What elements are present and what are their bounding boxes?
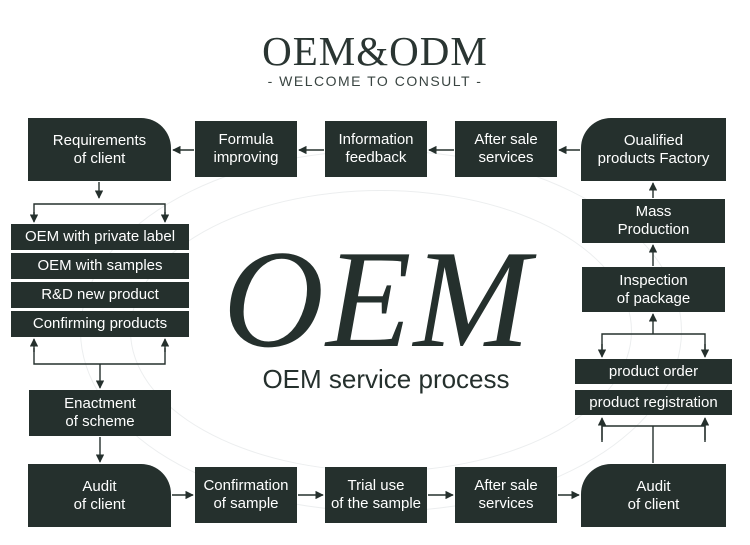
after-sale-services-top-box: After sale services (455, 121, 557, 177)
formula-improving-label: Formula improving (213, 131, 279, 166)
page-title: OEM&ODM (262, 28, 488, 74)
requirements-of-client-label: Requirements of client (52, 131, 147, 167)
page-subtitle: - WELCOME TO CONSULT - (267, 73, 483, 89)
confirmation-of-sample-label: Confirmation of sample (203, 477, 289, 512)
option-confirming-products-text: Confirming products (32, 315, 168, 332)
center-caption: OEM service process (262, 364, 510, 394)
option-confirming-products: Confirming products (11, 311, 189, 337)
qualified-products-factory-box: Oualified products Factory (581, 118, 726, 181)
audit-of-client-left-box: Audit of client (28, 464, 171, 527)
requirements-of-client-box: Requirements of client (28, 118, 171, 181)
connector-order-top (601, 333, 706, 352)
after-sale-services-top-label: After sale services (474, 131, 538, 166)
option-rd-new-product-text: R&D new product (41, 286, 159, 303)
information-feedback-box: Information feedback (325, 121, 427, 177)
audit-of-client-right-label: Audit of client (627, 477, 680, 513)
qualified-products-factory-label: Oualified products Factory (597, 131, 710, 167)
center-oem-text: OEM (222, 222, 533, 377)
mass-production-box: Mass Production (582, 199, 725, 243)
product-registration-label: product registration (589, 393, 718, 411)
option-oem-with-samples-text: OEM with samples (37, 257, 163, 274)
product-order-label: product order (608, 362, 699, 380)
formula-improving-box: Formula improving (195, 121, 297, 177)
option-oem-private-label: OEM with private label (11, 224, 189, 250)
option-rd-new-product: R&D new product (11, 282, 189, 308)
option-oem-private-label-text: OEM with private label (24, 228, 176, 245)
connector-options-top (33, 203, 166, 220)
audit-of-client-right-box: Audit of client (581, 464, 726, 527)
product-order-box: product order (575, 359, 732, 384)
confirmation-of-sample-box: Confirmation of sample (195, 467, 297, 523)
product-registration-box: product registration (575, 390, 732, 415)
information-feedback-label: Information feedback (338, 131, 414, 166)
mass-production-label: Mass Production (617, 203, 690, 238)
enactment-of-scheme-box: Enactment of scheme (29, 390, 171, 436)
trial-use-of-sample-box: Trial use of the sample (325, 467, 427, 523)
after-sale-services-bottom-box: After sale services (455, 467, 557, 523)
option-oem-with-samples: OEM with samples (11, 253, 189, 279)
inspection-of-package-label: Inspection of package (616, 271, 691, 307)
enactment-of-scheme-label: Enactment of scheme (64, 395, 136, 430)
connector-options-bottom (33, 348, 166, 365)
audit-of-client-left-label: Audit of client (73, 477, 126, 513)
inspection-of-package-box: Inspection of package (582, 267, 725, 312)
after-sale-services-bottom-label: After sale services (474, 477, 538, 512)
trial-use-of-sample-label: Trial use of the sample (330, 477, 422, 512)
